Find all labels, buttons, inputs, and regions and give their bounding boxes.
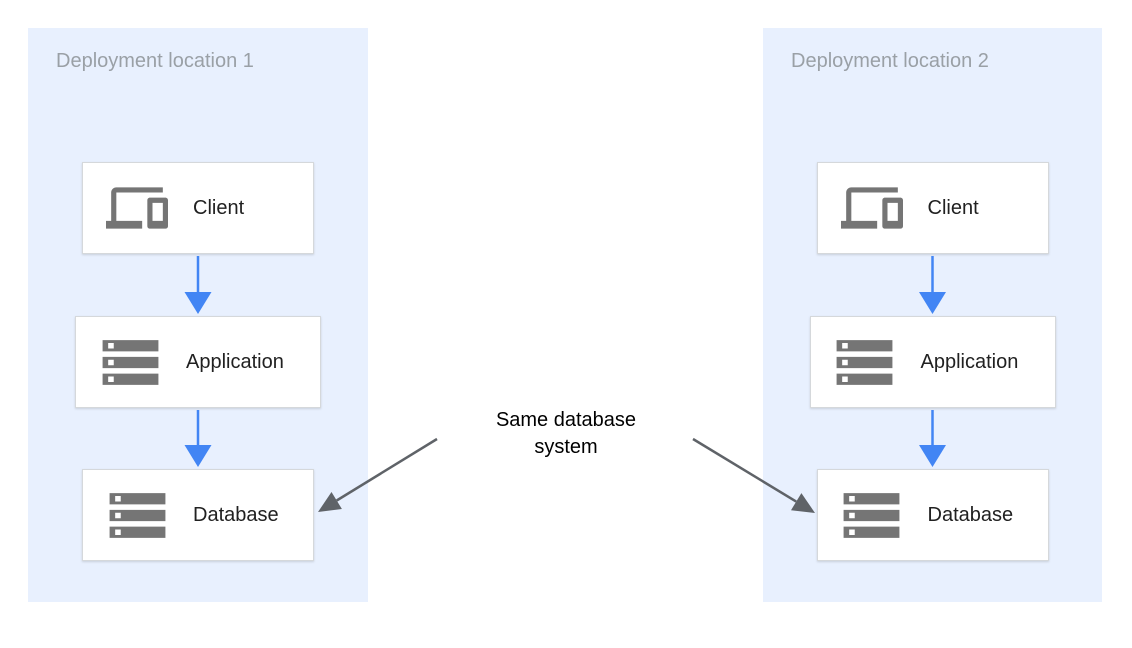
node-client: Client xyxy=(816,162,1049,254)
node-application: Application xyxy=(75,316,321,408)
deployment-location-1-panel: Deployment location 1 Client Application xyxy=(28,28,368,602)
deployment-location-2-panel: Deployment location 2 Client Application xyxy=(763,28,1102,602)
devices-icon xyxy=(838,174,906,242)
node-label: Application xyxy=(920,350,1019,373)
server-stack-icon xyxy=(96,328,164,396)
annotation-line-1: Same database xyxy=(495,409,637,431)
node-database: Database xyxy=(816,469,1049,561)
server-stack-icon xyxy=(831,328,899,396)
node-label: Client xyxy=(193,196,245,219)
node-database: Database xyxy=(82,469,314,561)
node-application: Application xyxy=(809,316,1056,408)
node-label: Client xyxy=(927,196,979,219)
server-stack-icon xyxy=(103,481,171,549)
node-label: Application xyxy=(186,350,284,373)
node-client: Client xyxy=(82,162,314,254)
node-label: Database xyxy=(193,503,279,526)
annotation-line-2: system xyxy=(534,436,598,458)
same-database-annotation: Same database system xyxy=(446,407,686,461)
panel-title: Deployment location 2 xyxy=(791,50,989,72)
server-stack-icon xyxy=(838,481,906,549)
node-label: Database xyxy=(927,503,1014,526)
devices-icon xyxy=(103,174,171,242)
panel-title: Deployment location 1 xyxy=(56,50,254,72)
